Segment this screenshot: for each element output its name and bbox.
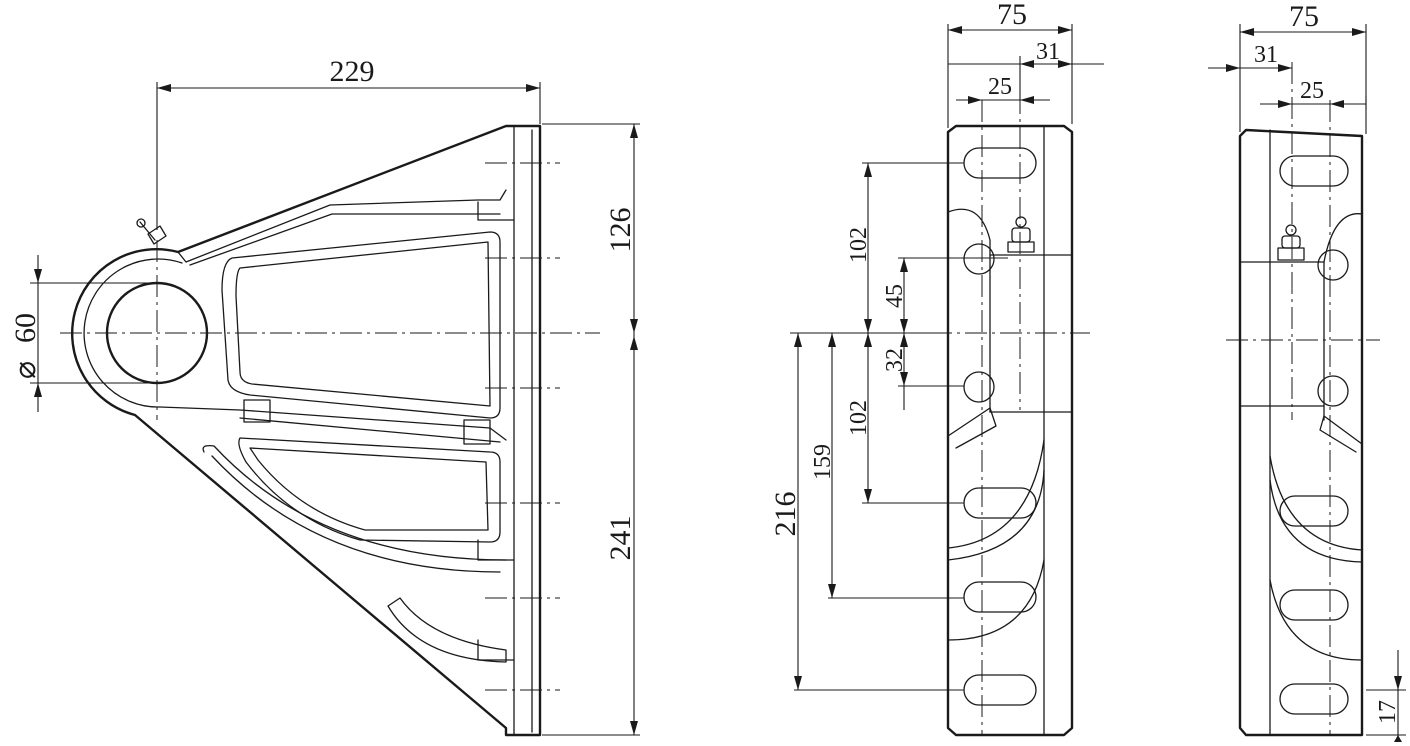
front-dim-216-label: 216: [769, 492, 802, 537]
front-dim-102a-label: 102: [846, 227, 872, 263]
lower-rib-2: [211, 455, 501, 573]
front-rib-mid: [947, 407, 997, 449]
upper-window: [221, 231, 501, 419]
front-dim-25-label: 25: [988, 74, 1012, 100]
back-slot-5: [1279, 589, 1349, 621]
back-slot-3: [1317, 375, 1349, 407]
flange-notch-2: [477, 539, 515, 561]
back-rib-lower-2: [1269, 479, 1363, 563]
front-slot-6: [963, 674, 1037, 706]
back-dim-17-label: 17: [1375, 700, 1401, 724]
dim-60-label: 60: [9, 313, 42, 343]
back-grease-nipple-icon: [1277, 224, 1305, 261]
front-dim-159-label: 159: [810, 444, 836, 480]
lower-window: [238, 437, 501, 543]
dim-126-label: 126: [604, 208, 637, 253]
back-rib-bottom: [1269, 579, 1363, 661]
front-rib-top: [947, 208, 991, 256]
rib-block-2: [463, 419, 491, 445]
back-rib-lower: [1269, 455, 1363, 551]
dim-60-group: ⌀ 60: [9, 313, 42, 379]
front-rib-bottom: [947, 559, 1045, 641]
hub-ring: [83, 258, 183, 408]
lower-window-inner: [249, 447, 489, 531]
back-slot-2: [1317, 249, 1349, 281]
flange-notch-3: [477, 639, 515, 661]
back-rib-top: [1323, 213, 1363, 263]
back-dim-31-label: 31: [1254, 42, 1278, 68]
back-dim-75-label: 75: [1289, 0, 1319, 33]
back-body-outline: [1238, 128, 1364, 737]
upper-rib: [177, 189, 507, 263]
back-rib-mid: [1319, 415, 1363, 453]
grease-nipple-icon: [136, 218, 167, 245]
back-slot-6: [1279, 683, 1349, 715]
lower-rib: [202, 444, 507, 561]
bottom-rib: [387, 597, 507, 663]
upper-window-inner: [235, 241, 491, 407]
front-slot-3: [963, 371, 995, 403]
front-dim-45-label: 45: [882, 284, 908, 308]
back-view: 75 31 25 17: [1208, 0, 1406, 742]
front-dim-32-label: 32: [882, 348, 908, 372]
back-slot-1: [1279, 155, 1349, 187]
flange-notch-1: [477, 201, 515, 221]
front-rib-lower: [947, 439, 1045, 549]
upper-rib-2: [189, 213, 501, 266]
front-rib-lower-2: [947, 469, 1045, 561]
dim-241-label: 241: [604, 516, 637, 561]
side-view: 229 126 241 ⌀ 60: [9, 55, 640, 737]
front-slot-1: [963, 147, 1037, 179]
middle-bar-2: [239, 417, 501, 443]
dim-229-label: 229: [330, 55, 375, 88]
middle-bar: [159, 406, 507, 441]
diameter-symbol: ⌀: [9, 361, 42, 379]
rib-block-1: [243, 399, 271, 423]
back-dim-25-label: 25: [1300, 78, 1324, 104]
front-slot-4: [963, 487, 1037, 519]
front-slot-2: [963, 243, 995, 275]
front-grease-nipple-icon: [1007, 216, 1035, 253]
bracket-outline: [71, 124, 542, 737]
front-body-outline: [946, 124, 1074, 737]
front-dim-75-label: 75: [997, 0, 1027, 31]
front-view: 75 31 25 102 45 32: [769, 0, 1104, 737]
front-dim-31-label: 31: [1036, 39, 1060, 65]
front-slot-5: [963, 581, 1037, 613]
front-dim-102b-label: 102: [846, 400, 872, 436]
back-slot-4: [1279, 495, 1349, 527]
